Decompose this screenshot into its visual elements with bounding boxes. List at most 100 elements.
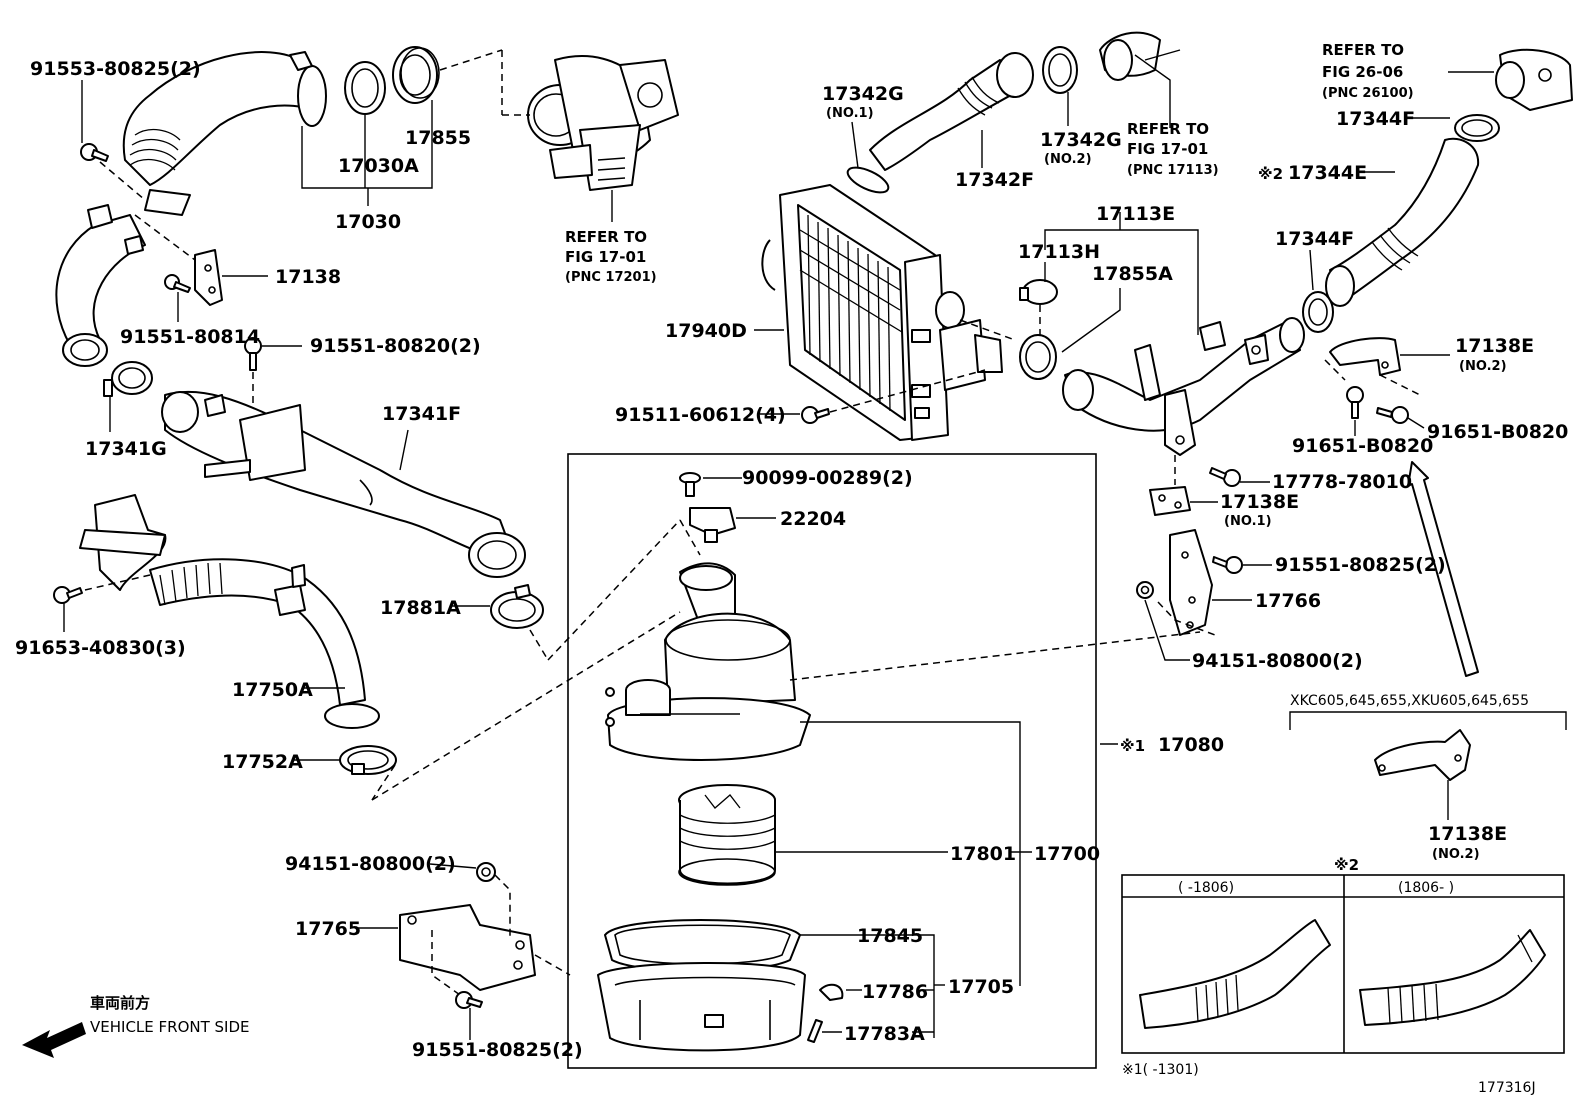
label-17786: 17786	[862, 981, 928, 1003]
ref-hose-line3: (PNC 17113)	[1127, 163, 1219, 178]
bolt-91551-80825-c[interactable]	[1212, 556, 1243, 574]
mark-note2-17344E: ※2	[1258, 165, 1283, 183]
clamp-17341G[interactable]	[103, 361, 153, 397]
label-91551-80825-c: 91551-80825(2)	[1275, 554, 1446, 576]
screw-90099-00289[interactable]	[679, 472, 701, 497]
label-17342G-no2-sub: (NO.2)	[1044, 152, 1092, 167]
note1-date: ※1( -1301)	[1122, 1062, 1199, 1078]
bolt-91651-B0820-b[interactable]	[1376, 406, 1409, 424]
bolt-91551-80825-b[interactable]	[455, 991, 483, 1009]
bracket-17765[interactable]	[399, 904, 536, 991]
label-91651-B0820-a: 91651-B0820	[1292, 435, 1433, 457]
label-90099-00289: 90099-00289(2)	[742, 467, 913, 489]
label-17881A: 17881A	[380, 597, 461, 619]
bracket-17138E-no2[interactable]	[1329, 337, 1401, 376]
ref-throttle-line3: (PNC 26100)	[1322, 86, 1414, 101]
sensor-22204[interactable]	[689, 507, 736, 543]
nut-94151-80800-c[interactable]	[1136, 581, 1154, 599]
label-17113E: 17113E	[1096, 203, 1175, 225]
label-17765: 17765	[295, 918, 361, 940]
ref-turbo-line3: (PNC 17201)	[565, 270, 657, 285]
assy-box-17080	[567, 453, 1097, 1069]
clamp-17344F-mid[interactable]	[1302, 291, 1334, 333]
label-17344F-top: 17344F	[1336, 108, 1415, 130]
turbocharger-ref[interactable]	[527, 55, 679, 191]
label-17700: 17700	[1034, 843, 1100, 865]
label-91651-B0820-b: 91651-B0820	[1427, 421, 1568, 443]
label-17845: 17845	[857, 925, 923, 947]
sleeve-17855A[interactable]	[1019, 334, 1057, 380]
clip-17786[interactable]	[819, 983, 844, 1001]
clamp-17881A[interactable]	[490, 584, 544, 629]
label-91653-40830: 91653-40830(3)	[15, 637, 186, 659]
clamp-17030A[interactable]	[344, 61, 386, 115]
reference-arrow	[1407, 461, 1479, 677]
clamp-17344F-top[interactable]	[1454, 114, 1500, 142]
label-91551-80825-b: 91551-80825(2)	[412, 1039, 583, 1061]
intercooler-17940D[interactable]	[761, 184, 1003, 441]
bracket-17138[interactable]	[194, 249, 223, 306]
air-cleaner-cap-17700[interactable]	[605, 562, 811, 761]
label-17855: 17855	[405, 127, 471, 149]
clamp-17342G-no1[interactable]	[844, 163, 891, 198]
throttle-body-ref[interactable]	[1495, 48, 1573, 111]
hose-ref-17113[interactable]	[1099, 31, 1161, 81]
variant-left-header: ( -1806)	[1178, 880, 1234, 896]
pin-17783A[interactable]	[807, 1019, 823, 1043]
hose-17750A[interactable]	[79, 494, 380, 729]
ref-turbo-line1: REFER TO	[565, 228, 647, 246]
diagram-id: 177316J	[1478, 1080, 1536, 1096]
bolt-91511-60612[interactable]	[801, 406, 830, 424]
label-17342G-no1: 17342G	[822, 83, 904, 105]
mark-note2-table: ※2	[1334, 856, 1359, 874]
bolt-91551-80820[interactable]	[244, 337, 262, 371]
label-17138E-no2: 17138E	[1455, 335, 1534, 357]
hose-17341G[interactable]	[55, 204, 146, 367]
hose-17342F[interactable]	[869, 52, 1034, 171]
bolt-91653-40830[interactable]	[53, 586, 83, 604]
clamp-17342G-no2[interactable]	[1042, 46, 1078, 94]
clamp-17113H[interactable]	[1019, 279, 1058, 305]
bracket-17138E-no1[interactable]	[1149, 486, 1191, 516]
filter-element-17801[interactable]	[678, 784, 776, 886]
label-17341F: 17341F	[382, 403, 461, 425]
bolt-91651-B0820-a[interactable]	[1346, 386, 1364, 419]
ref-throttle-line1: REFER TO	[1322, 41, 1404, 59]
label-17342F: 17342F	[955, 169, 1034, 191]
label-17855A: 17855A	[1092, 263, 1173, 285]
label-17113H: 17113H	[1018, 241, 1100, 263]
label-17750A: 17750A	[232, 679, 313, 701]
ref-hose-line1: REFER TO	[1127, 120, 1209, 138]
clamp-17752A[interactable]	[339, 745, 397, 775]
bolt-91551-80814[interactable]	[164, 274, 191, 293]
case-17705[interactable]	[597, 962, 806, 1052]
bracket-17138E-variant[interactable]	[1374, 729, 1471, 781]
bolt-91553-80825[interactable]	[80, 143, 109, 162]
label-17766: 17766	[1255, 590, 1321, 612]
mark-note1-17080: ※1	[1120, 737, 1145, 755]
label-17080: 17080	[1158, 734, 1224, 756]
label-17138E-variant: 17138E	[1428, 823, 1507, 845]
bracket-17766[interactable]	[1169, 529, 1213, 636]
pipe-17113E[interactable]	[1062, 317, 1305, 456]
label-17138E-variant-sub: (NO.2)	[1432, 847, 1480, 862]
label-17801: 17801	[950, 843, 1016, 865]
label-91551-80820: 91551-80820(2)	[310, 335, 481, 357]
bolt-17778-78010[interactable]	[1209, 467, 1241, 487]
air-hose-17030[interactable]	[122, 51, 327, 216]
label-17344E: 17344E	[1288, 162, 1367, 184]
vehicle-front-arrow	[22, 1022, 86, 1058]
label-91553-80825: 91553-80825(2)	[30, 58, 201, 80]
label-17138E-no2-sub: (NO.2)	[1459, 359, 1507, 374]
nut-94151-80800-a[interactable]	[476, 862, 496, 882]
variant-table	[1121, 874, 1565, 1054]
label-17705: 17705	[948, 976, 1014, 998]
label-94151-80800-a: 94151-80800(2)	[285, 853, 456, 875]
label-22204: 22204	[780, 508, 846, 530]
clamp-17855[interactable]	[392, 46, 440, 104]
pipe-17341F[interactable]	[161, 390, 526, 578]
label-94151-80800-c: 94151-80800(2)	[1192, 650, 1363, 672]
hose-17344E[interactable]	[1325, 137, 1480, 307]
front-jp: 車両前方	[90, 994, 150, 1012]
